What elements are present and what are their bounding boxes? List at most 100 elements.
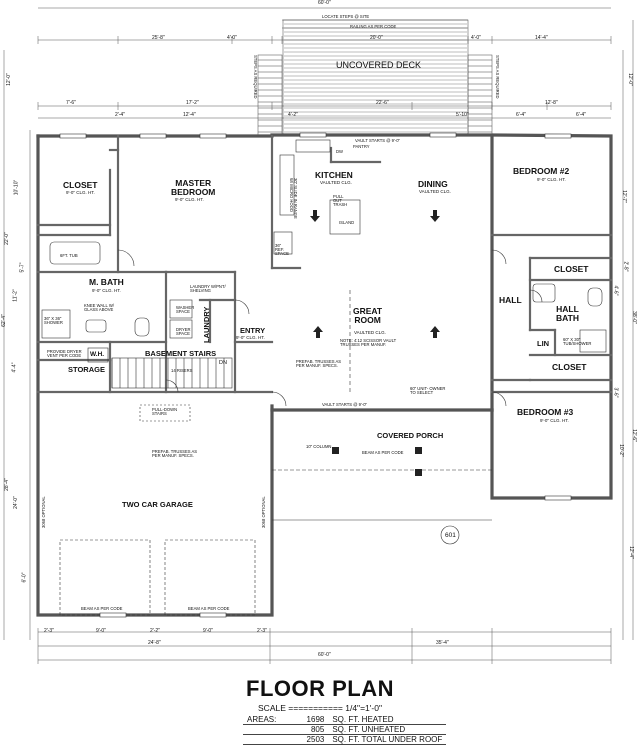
basement-stairs: [111, 357, 233, 389]
vault-arrow-up: [430, 326, 440, 338]
prefab-great-note: PREFAB. TRUSSES AS PER MANUF. SPECS.: [296, 359, 342, 369]
island-note: ISLAND: [339, 220, 355, 225]
risers-note: 14 RISERS: [171, 368, 193, 373]
ref-space-note: 36" REF. SPACE: [275, 243, 289, 257]
shower-note: 36" X 36" SHOWER: [44, 316, 63, 326]
scale-line: SCALE =========== 1/4"=1'-0": [0, 703, 640, 713]
area-row: AREAS: 1698 SQ. FT. HEATED: [243, 715, 447, 725]
dryer: [169, 319, 193, 339]
tub-shower-note: 60" X 30" TUB/SHOWER: [563, 337, 592, 347]
bedroom2-label: BEDROOM #2: [513, 166, 570, 176]
steps-left: [257, 54, 283, 136]
dim-row3-d: 5'-10": [456, 112, 469, 118]
dim-bottom-7: 35'-4": [436, 640, 449, 646]
entry-sub: 9'-0" CLG. HT.: [236, 335, 265, 340]
grid-bubble-601: [440, 525, 460, 545]
closet3-label: CLOSET: [552, 362, 587, 372]
fixtures: [41, 132, 607, 618]
range-counter: [279, 154, 295, 216]
dim-row3-b: 12'-4": [183, 112, 196, 118]
pantry-note: PANTRY: [353, 144, 370, 149]
kitchen-sink-counter: [295, 139, 331, 153]
dim-left-5: 11'-2": [12, 289, 19, 302]
window: [139, 133, 167, 139]
master-bedroom-sub: 9'-0" CLG. HT.: [175, 197, 204, 202]
dim-row3-f: 6'-4": [576, 112, 586, 118]
vault-arrow-down: [310, 210, 320, 222]
door-swing: [491, 249, 507, 265]
dryer-note: DRYER SPACE: [176, 327, 191, 337]
interior-walls: [36, 134, 613, 394]
door-swing: [165, 379, 179, 393]
dim-row2-a: 7'-6": [66, 100, 76, 106]
washer: [169, 299, 193, 319]
area-desc: SQ. FT. HEATED: [328, 715, 447, 725]
symbols: [310, 210, 440, 476]
hall-bath-vanity: [532, 283, 556, 303]
dim-left-3: 22'-0": [3, 232, 10, 245]
area-value: 805: [280, 724, 329, 735]
steps-right: [467, 54, 493, 136]
dim-right-5: 4'-6": [612, 285, 619, 296]
window: [299, 132, 327, 138]
entry-label: ENTRY: [240, 326, 266, 335]
dim-right-8: 12'-6": [630, 429, 637, 442]
shower: [41, 309, 71, 339]
porch-column: [415, 469, 422, 476]
steps-left-note: STEPS AS REQUIRED: [253, 55, 258, 99]
dim-top-right: 14'-4": [535, 35, 548, 41]
dn-note: DN: [219, 360, 227, 366]
scale-label: SCALE: [258, 703, 286, 713]
dim-top-step-left: 4'-0": [227, 35, 237, 41]
door-swing: [117, 249, 135, 267]
unit-owner-note: 60" UNIT- OWNER TO SELECT: [410, 386, 446, 396]
dim-left-9: 28'-4": [3, 478, 10, 491]
dim-left-6: 62'-4": [0, 314, 7, 327]
bedroom3-sub: 9'-0" CLG. HT.: [540, 418, 569, 423]
pull-down-stairs: [139, 404, 191, 422]
great-room-sub: VAULTED CLG.: [354, 330, 386, 335]
laundry-shelving-note: LAUNDRY W/PNT/ SHELVING: [190, 284, 226, 294]
dim-bottom-6: 24'-8": [148, 640, 161, 646]
dim-right-1: 12'-0": [626, 73, 633, 86]
hall-toilet: [587, 287, 603, 307]
basement-stairs-label: BASEMENT STAIRS: [145, 349, 217, 358]
washer-note: WASHER SPACE: [176, 305, 195, 315]
dim-bottom-1: 2'-3": [44, 628, 54, 634]
beam-garage-1-note: BEAM AS PER CODE: [81, 606, 123, 611]
area-desc: SQ. FT. TOTAL UNDER ROOF: [328, 734, 447, 745]
dim-row2-c: 22'-6": [376, 100, 389, 106]
covered-porch-label: COVERED PORCH: [377, 431, 444, 440]
dim-left-2: 10'-10": [13, 179, 20, 196]
window: [544, 133, 572, 139]
floor-plan-title: FLOOR PLAN: [246, 676, 394, 701]
door-swing: [491, 391, 507, 407]
door-swing: [234, 299, 250, 315]
hall-bath-label: HALL BATH: [556, 304, 579, 323]
dim-left-7: 4'-4": [11, 362, 18, 373]
dining-label: DINING: [418, 179, 448, 189]
closet2-label: CLOSET: [554, 264, 589, 274]
areas-label: AREAS:: [243, 715, 281, 725]
tub-shower: [579, 329, 607, 353]
ref-space: [273, 231, 293, 255]
dim-top-deck: 20'-0": [370, 35, 383, 41]
porch-column: [415, 447, 422, 454]
dim-top-step-right: 4'-0": [471, 35, 481, 41]
locate-steps-note: LOCATE STEPS @ SITE: [322, 14, 370, 19]
beam-porch-note: BEAM AS PER CODE: [362, 450, 404, 455]
vault-top-note: VAULT STARTS @ 9'-0": [355, 138, 401, 143]
area-row: 805 SQ. FT. UNHEATED: [243, 724, 447, 735]
bedroom3-label: BEDROOM #3: [517, 407, 574, 417]
water-heater: [87, 347, 109, 363]
vanity-sink: [85, 319, 107, 333]
garage-door-right: [164, 539, 256, 616]
dining-sub: VAULTED CLG.: [419, 189, 451, 194]
dim-right-3: 2'-8": [622, 261, 629, 272]
closet-master-sub: 9'-0" CLG. HT.: [66, 190, 95, 195]
dim-bottom-2: 9'-0": [96, 628, 106, 634]
beam-garage-2-note: BEAM AS PER CODE: [188, 606, 230, 611]
bedroom2-sub: 9'-0" CLG. HT.: [537, 177, 566, 182]
porch-column: [332, 447, 339, 454]
pull-out-trash-note: PULL OUT TRASH: [333, 194, 348, 208]
